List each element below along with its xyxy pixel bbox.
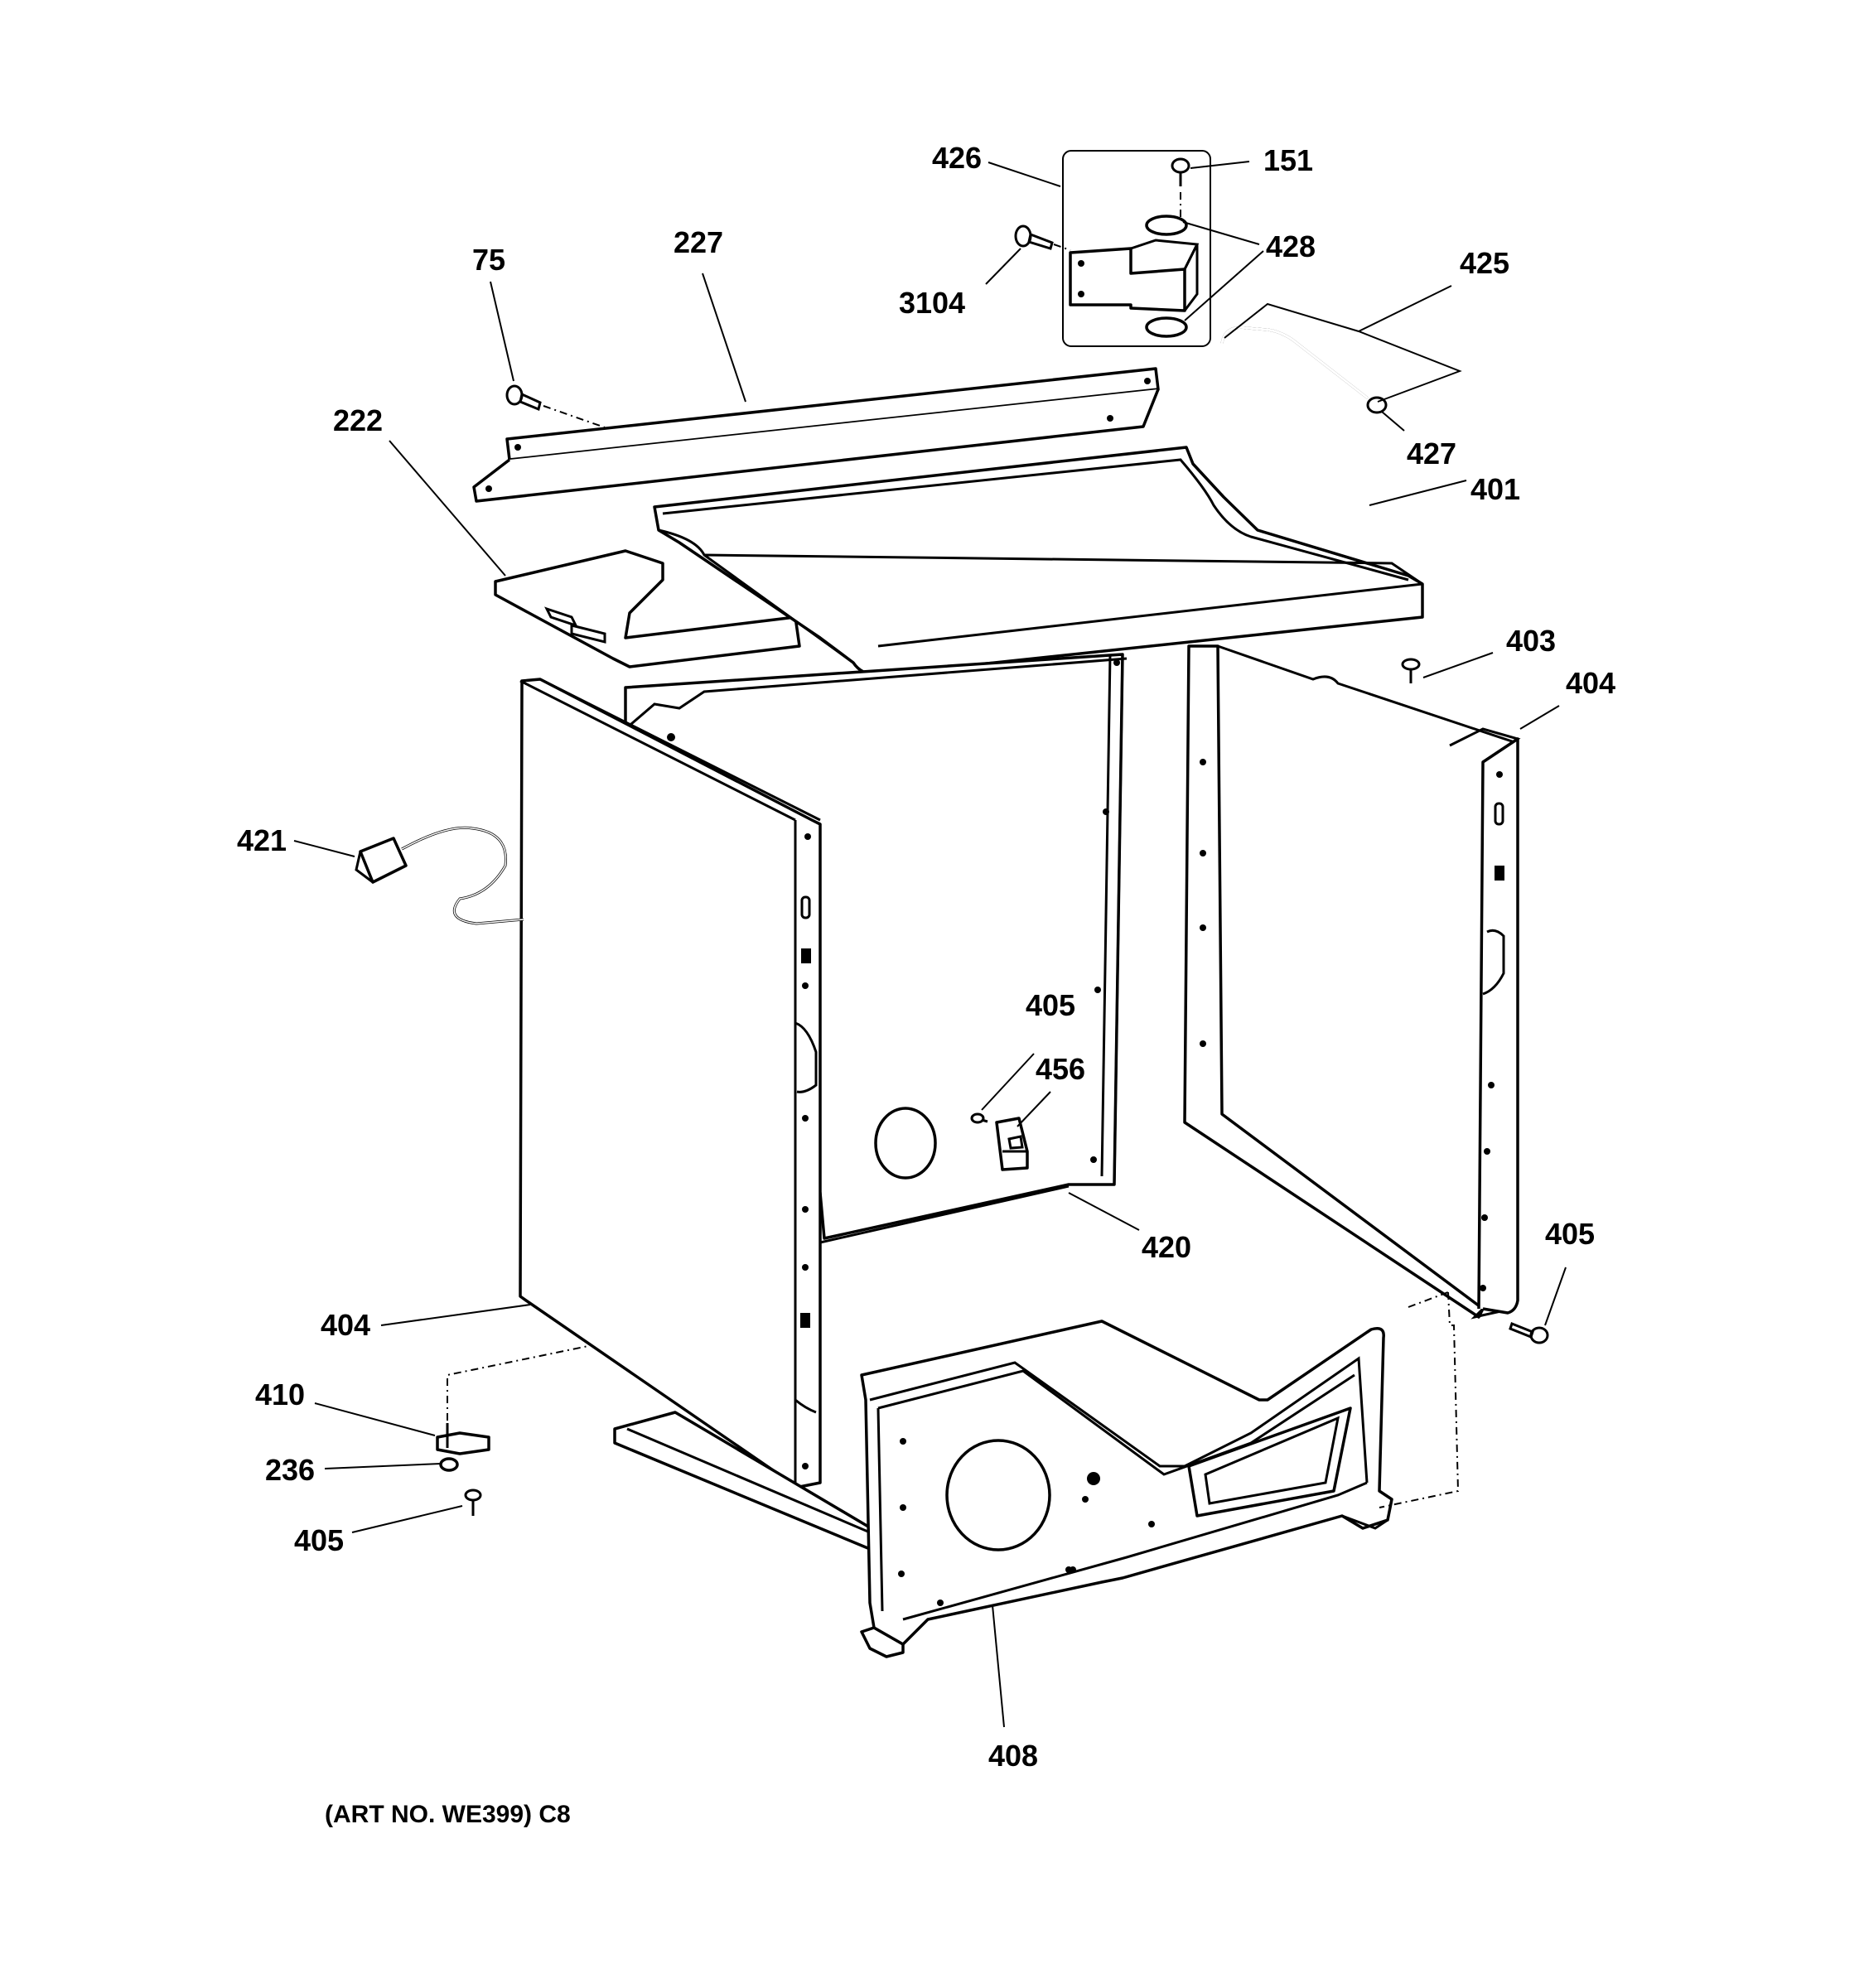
label-420: 420: [1142, 1230, 1191, 1264]
hinge-rod-425-part: [1220, 326, 1388, 495]
screw-151-part: [1171, 157, 1190, 217]
label-428: 428: [1266, 229, 1316, 263]
bracket-456-part: [995, 1117, 1029, 1171]
screw-3104-part: [1014, 224, 1071, 251]
label-236: 236: [265, 1453, 315, 1487]
label-425: 425: [1460, 246, 1509, 280]
foot-236-part: [439, 1457, 459, 1472]
screw-75-part: [505, 384, 606, 428]
label-405-right: 405: [1545, 1217, 1595, 1251]
label-405-left: 405: [294, 1523, 344, 1557]
detail-frame: [1062, 150, 1211, 347]
blower-opening: [945, 1439, 1051, 1551]
hinge-detail-box: [1062, 150, 1211, 347]
screw-403-part: [1401, 658, 1421, 683]
label-426: 426: [932, 141, 982, 175]
label-403: 403: [1506, 624, 1556, 658]
hinge-bracket-part: [1069, 239, 1200, 312]
leader-lines: [293, 161, 1567, 1728]
label-404-left: 404: [321, 1308, 370, 1342]
label-222: 222: [333, 403, 383, 437]
screw-405-center-part: [970, 1112, 988, 1124]
label-3104: 3104: [899, 286, 965, 320]
label-227: 227: [674, 225, 723, 259]
front-bracket-222-part: [494, 549, 801, 668]
label-456: 456: [1036, 1052, 1085, 1086]
right-side-panel-404-part: [1183, 644, 1521, 1320]
screw-405-left-part: [464, 1489, 482, 1516]
label-405-center: 405: [1026, 988, 1075, 1022]
label-427: 427: [1407, 437, 1456, 470]
hinge-pad-bottom: [1145, 316, 1188, 338]
power-cord-421-part: [355, 826, 524, 925]
label-151: 151: [1263, 143, 1313, 177]
hinge-pad-top: [1145, 215, 1188, 236]
screw-405-right-part: [1509, 1322, 1549, 1344]
label-75: 75: [472, 243, 505, 277]
leveling-leg-410-part: [436, 1423, 490, 1455]
exhaust-opening: [874, 1107, 937, 1180]
base-408-part: [613, 1320, 1393, 1658]
label-408: 408: [988, 1739, 1038, 1773]
art-number: (ART NO. WE399) C8: [325, 1801, 571, 1828]
label-404-right: 404: [1566, 666, 1615, 700]
label-421: 421: [237, 823, 287, 857]
part-labels: 426 151 428 3104 425 75 227 427 222 401 …: [237, 141, 1615, 1773]
assembly-lines: [447, 1291, 1460, 1508]
bushing-427-part: [1366, 396, 1388, 414]
label-410: 410: [255, 1378, 305, 1411]
base-cutout: [1187, 1407, 1352, 1518]
label-401: 401: [1470, 472, 1520, 506]
top-rail-227-part: [472, 367, 1160, 503]
cord-plug: [359, 837, 408, 884]
left-side-panel-404-part: [519, 678, 822, 1489]
